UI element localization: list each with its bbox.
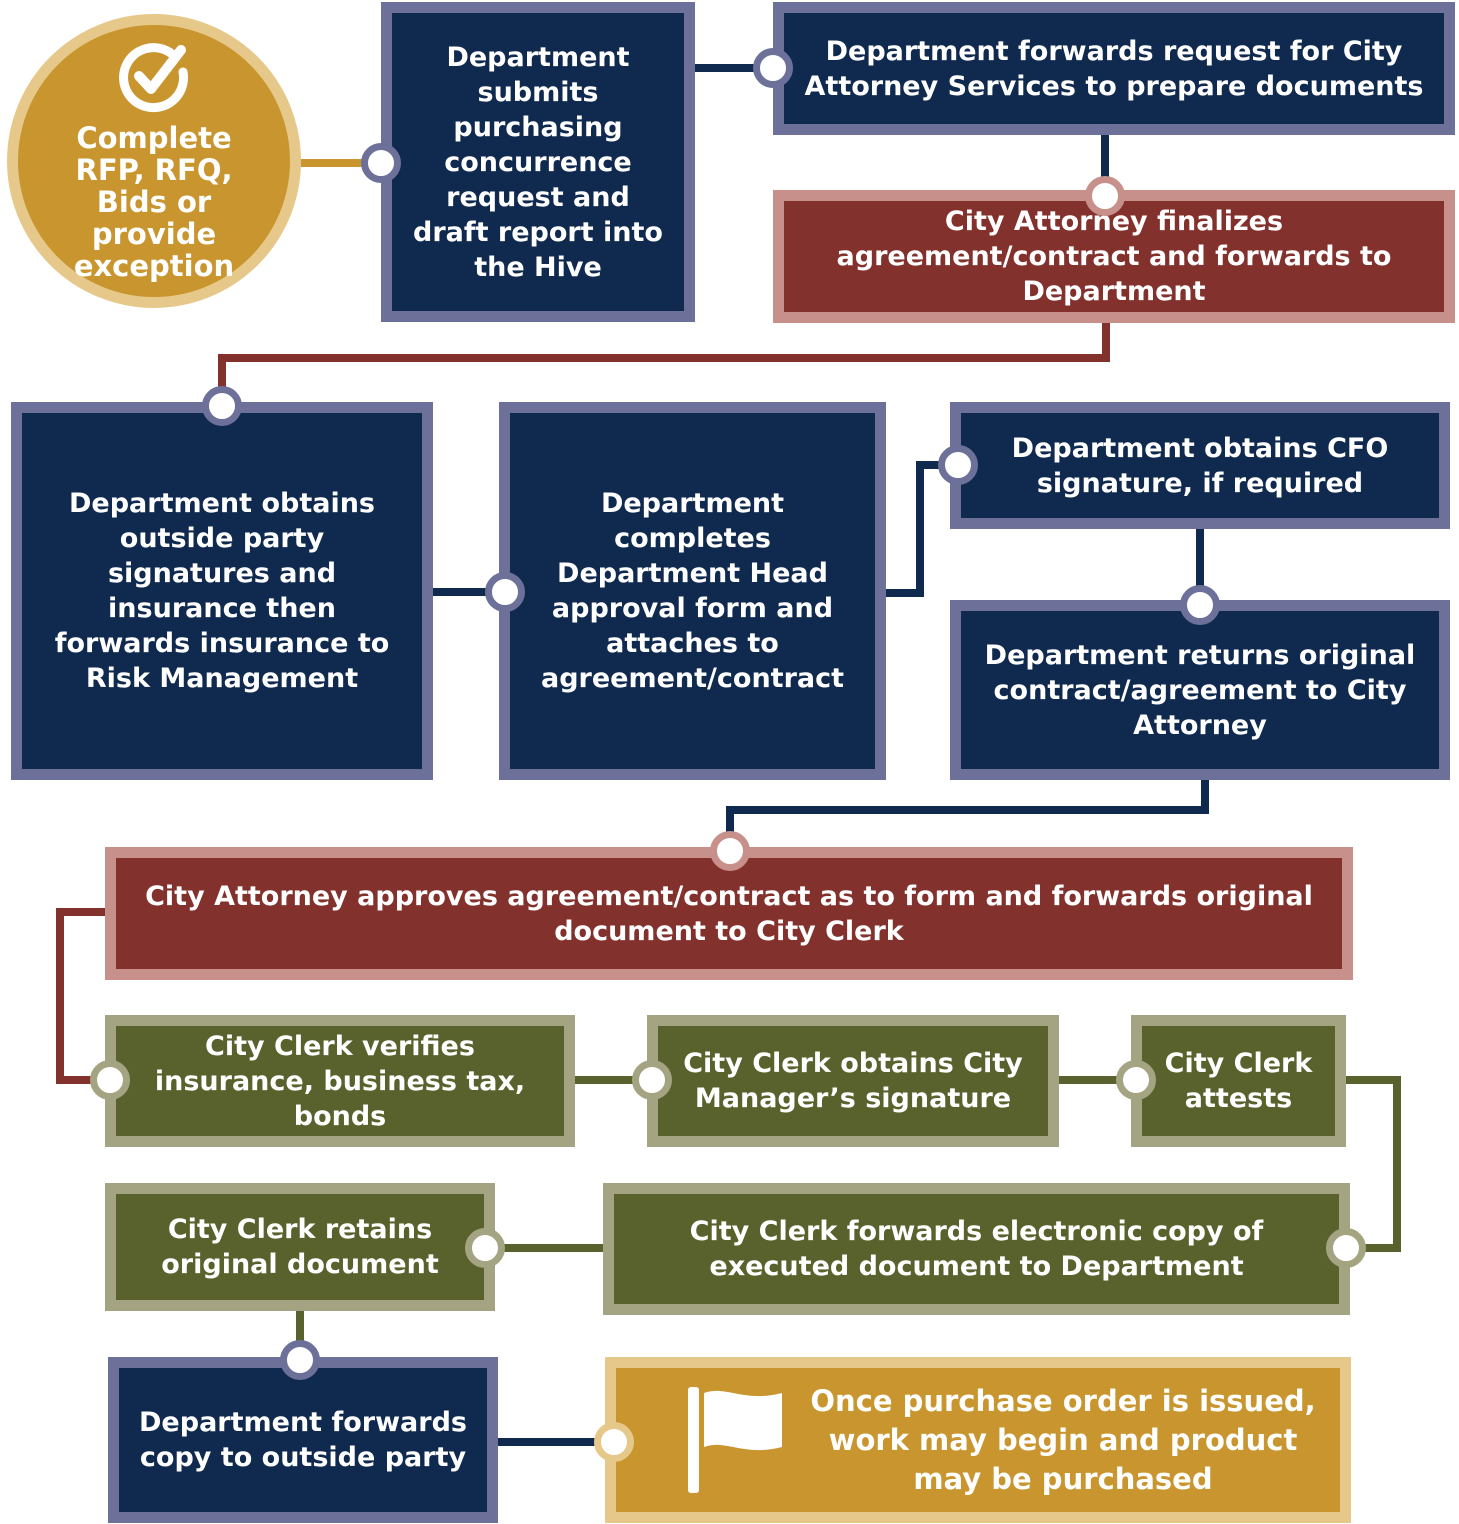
step-label: Department obtains CFO signature, if req…: [1011, 432, 1389, 499]
connector-node: [753, 48, 793, 88]
connector-node: [632, 1060, 672, 1100]
final-step: Once purchase order is issued, work may …: [605, 1357, 1351, 1523]
step-clerk-verifies: City Clerk verifies insurance, business …: [105, 1015, 575, 1147]
connector-node: [280, 1340, 320, 1380]
step-label: City Clerk retains original document: [161, 1214, 439, 1280]
step-label: City Attorney finalizes agreement/contra…: [836, 206, 1392, 307]
connector-node: [1326, 1228, 1366, 1268]
connector-return-to-attorney: [726, 775, 1209, 851]
connector-node: [90, 1060, 130, 1100]
step-label: Department completes Department Head app…: [540, 488, 845, 694]
connector-approval-to-cfo: [880, 461, 958, 597]
connector-node: [202, 386, 242, 426]
connector-node: [1085, 176, 1125, 216]
step-label: City Clerk obtains City Manager’s signat…: [683, 1048, 1023, 1114]
step-outside-signatures: Department obtains outside party signatu…: [11, 402, 433, 780]
flag-icon: [688, 1387, 782, 1493]
step-label: Department forwards request for City Att…: [804, 35, 1424, 102]
connector-node: [485, 572, 525, 612]
step-label: City Clerk forwards electronic copy of e…: [689, 1216, 1264, 1282]
step-label: Department forwards copy to outside part…: [139, 1407, 467, 1473]
step-label: City Clerk verifies insurance, business …: [154, 1030, 526, 1132]
step-label: Department returns original contract/agr…: [984, 639, 1416, 741]
step-clerk-attests: City Clerk attests: [1131, 1015, 1346, 1147]
step-clerk-forwards-copy: City Clerk forwards electronic copy of e…: [603, 1183, 1350, 1315]
step-clerk-manager-signature: City Clerk obtains City Manager’s signat…: [647, 1015, 1059, 1147]
step-head-approval: Department completes Department Head app…: [499, 402, 886, 780]
step-return-original: Department returns original contract/agr…: [950, 600, 1450, 780]
step-label: Department obtains outside party signatu…: [54, 488, 390, 694]
connector-node: [361, 143, 401, 183]
step-clerk-retains: City Clerk retains original document: [105, 1183, 495, 1311]
step-cfo-signature: Department obtains CFO signature, if req…: [950, 402, 1450, 529]
step-label: City Attorney approves agreement/contrac…: [145, 880, 1313, 947]
final-label: Once purchase order is issued, work may …: [810, 1383, 1316, 1496]
connector-node: [594, 1422, 634, 1462]
connector-attests-to-forwards-copy: [1342, 1076, 1401, 1252]
start-circle: Complete RFP, RFQ, Bids or provide excep…: [7, 14, 301, 308]
connector-attorney-to-verifies: [56, 908, 110, 1084]
connector-node: [710, 831, 750, 871]
checkmark-circle-icon: [119, 43, 189, 113]
connector-node: [465, 1228, 505, 1268]
connector-finalize-to-signatures: [218, 318, 1110, 406]
step-forward-request: Department forwards request for City Att…: [773, 2, 1455, 135]
connector-node: [1116, 1060, 1156, 1100]
step-label: City Clerk attests: [1164, 1048, 1313, 1114]
step-label: Department submits purchasing concurrenc…: [413, 41, 663, 283]
connector-node: [938, 445, 978, 485]
connector-node: [1180, 585, 1220, 625]
step-forward-outside-party: Department forwards copy to outside part…: [108, 1357, 498, 1523]
start-label: Complete RFP, RFQ, Bids or provide excep…: [73, 121, 235, 283]
step-submit-concurrence: Department submits purchasing concurrenc…: [381, 2, 695, 322]
